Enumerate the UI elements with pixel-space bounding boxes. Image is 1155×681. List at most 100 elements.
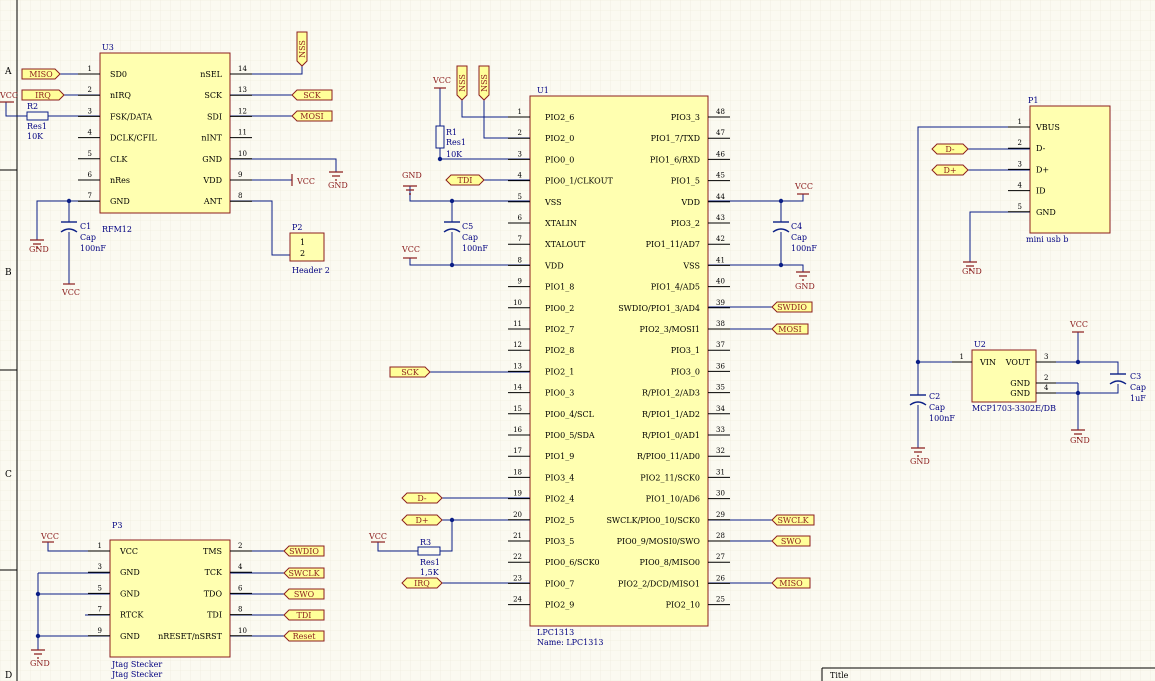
pin-name: GND — [120, 568, 140, 577]
pin-name: D+ — [1036, 165, 1049, 174]
p2-part: Header 2 — [292, 266, 330, 275]
pin: 2D- — [1008, 139, 1046, 153]
irq-port: IRQ — [21, 89, 65, 101]
pin-name: PIO0_5/SDA — [545, 431, 595, 440]
pin-name: VDD — [544, 261, 564, 270]
zone-letter: A — [4, 67, 12, 77]
pin-name: PIO2_5 — [545, 516, 574, 525]
port-label: IRQ — [35, 91, 51, 100]
gnd-label: GND — [1070, 436, 1090, 445]
pin-name: nSEL — [200, 70, 222, 79]
pin-number: 27 — [716, 553, 725, 561]
pin-name: nINT — [201, 134, 222, 143]
port-label: SWCLK — [288, 569, 320, 578]
c2-part: Cap — [929, 403, 945, 412]
mosi-port-u1: MOSI — [771, 323, 809, 335]
pin-number: 35 — [716, 384, 725, 392]
gnd-label: GND — [328, 181, 348, 190]
pin-name: PIO3_0 — [671, 367, 700, 376]
pin-number: 23 — [513, 574, 522, 582]
pin-name: PIO1_4/AD5 — [651, 283, 700, 292]
pin-number: 40 — [716, 278, 725, 286]
pin-number: 41 — [716, 256, 725, 264]
pin-name: SCK — [204, 91, 223, 100]
pin-number: 47 — [716, 129, 725, 137]
port-label: MOSI — [778, 325, 801, 334]
mcp1703-body[interactable] — [971, 349, 1037, 403]
pin-name: VOUT — [1005, 358, 1031, 367]
pin-number: 12 — [513, 341, 522, 349]
r3-designator: R3 — [420, 538, 431, 547]
r3-part: Res1 — [420, 558, 440, 567]
pin-name: PIO0_3 — [545, 389, 574, 398]
c4-designator: C4 — [791, 222, 802, 231]
lpc1313-body[interactable] — [529, 95, 709, 627]
pin-name: SWDIO/PIO1_3/AD4 — [618, 304, 700, 313]
rfm12-body[interactable] — [99, 52, 231, 214]
pin-number: 38 — [716, 320, 725, 328]
port-label: D- — [417, 494, 427, 503]
power-labels: VCCVCCVCCVCCVCCVCCVCCVCCVCCGNDGNDGNDGNDG… — [0, 76, 1090, 668]
pin-name: nIRQ — [110, 91, 131, 100]
pin-name: PIO2_6 — [545, 113, 574, 122]
pin-number: 1 — [518, 108, 522, 116]
pin-number: 10 — [513, 299, 522, 307]
mini-usb-body[interactable] — [1029, 105, 1111, 234]
header2-body[interactable] — [289, 232, 325, 262]
irq-port-u1: IRQ — [401, 577, 443, 589]
reset-port-jtag: Reset — [283, 630, 325, 642]
pin-name: XTALOUT — [545, 240, 586, 249]
pin-number: 26 — [716, 574, 725, 582]
pin-name: VSS — [544, 198, 562, 207]
pin-number: 7 — [98, 606, 102, 614]
pin-number: 5 — [88, 150, 92, 158]
port-label: D+ — [943, 166, 956, 175]
pin-number: 2 — [518, 129, 522, 137]
r2-part: Res1 — [27, 122, 47, 131]
nsel2-port: NSS — [478, 65, 490, 101]
pin-name: PIO2_4 — [545, 495, 574, 504]
pin-name: XTALIN — [545, 219, 577, 228]
pin-number: 28 — [716, 532, 725, 540]
swclk-port-jtag: SWCLK — [283, 567, 325, 579]
pin-name: VSS — [682, 261, 700, 270]
resistor-symbols — [26, 111, 445, 556]
r3-value: 1,5K — [420, 568, 440, 577]
pin-number: 1 — [1018, 118, 1022, 126]
p3-part: Jtag Stecker — [111, 660, 162, 669]
pin-name: TDO — [204, 589, 223, 598]
pin-name: PIO2_0 — [545, 134, 574, 143]
dminus-port-u1: D- — [401, 492, 443, 504]
pin-number: 1 — [98, 542, 102, 550]
jtag-body[interactable] — [109, 539, 231, 658]
pin-number: 11 — [238, 129, 247, 137]
gnd-label: GND — [29, 245, 49, 254]
gnd-label: GND — [795, 282, 815, 291]
p1-part: mini usb b — [1026, 235, 1068, 244]
pin-name: RTCK — [120, 611, 144, 620]
pin-name: PIO1_11/AD7 — [646, 240, 700, 249]
pin-number: 4 — [1018, 182, 1023, 190]
c1-value: 100nF — [80, 244, 106, 253]
pin-name: PIO2_8 — [545, 346, 574, 355]
u1-designator: U1 — [537, 86, 549, 95]
